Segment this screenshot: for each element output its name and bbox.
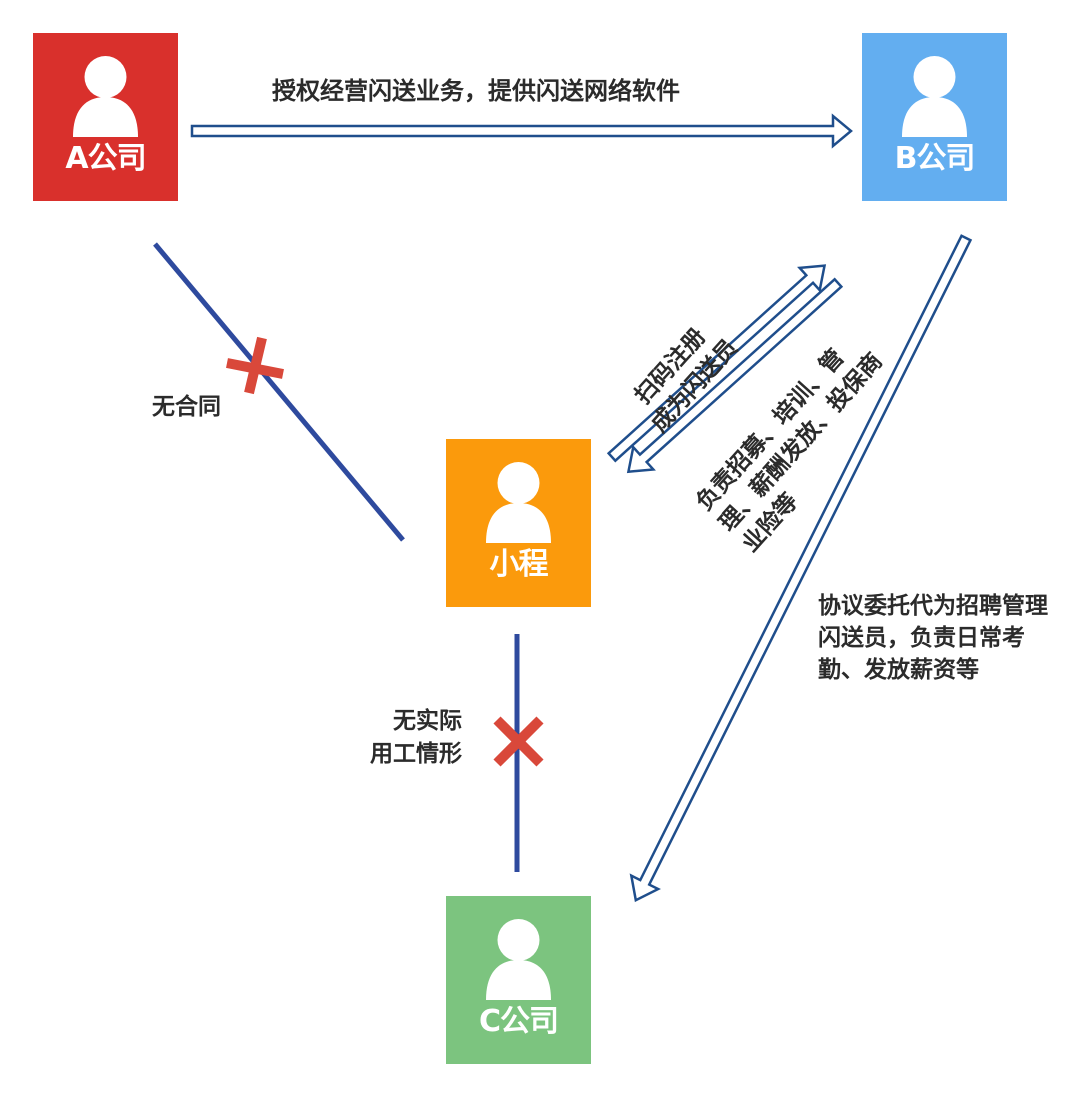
cross-icon-no-contract: [226, 336, 284, 395]
node-label: B公司: [894, 141, 976, 176]
arrow-b-to-person: [626, 277, 844, 474]
edge-label-line: 用工情形: [370, 741, 462, 767]
person-icon: [73, 56, 138, 137]
node-company-c: C公司: [446, 896, 591, 1064]
node-person: 小程: [446, 439, 591, 607]
node-label: 小程: [489, 547, 549, 582]
node-company-b: B公司: [862, 33, 1007, 201]
arrow-a-to-b: [190, 113, 853, 149]
person-icon: [486, 919, 551, 1000]
node-company-a: A公司: [33, 33, 178, 201]
edge-label-line: 无实际: [393, 708, 462, 734]
edge-label-a-to-b: 授权经营闪送业务，提供闪送网络软件: [272, 77, 680, 105]
person-icon: [902, 56, 967, 137]
person-icon: [486, 462, 551, 543]
node-label: A公司: [65, 141, 146, 176]
node-label: C公司: [478, 1004, 559, 1039]
line-a-to-person: [153, 242, 405, 542]
arrow-b-to-c: [629, 234, 973, 903]
edge-label-no-employment: 无实际 用工情形: [370, 705, 462, 771]
edge-label-b-to-c: 协议委托代为招聘管理闪送员，负责日常考勤、发放薪资等: [818, 593, 1048, 683]
cross-icon-no-employment: [493, 716, 544, 767]
edge-label-no-contract: 无合同: [152, 394, 221, 420]
arrow-person-to-b: [606, 264, 827, 463]
